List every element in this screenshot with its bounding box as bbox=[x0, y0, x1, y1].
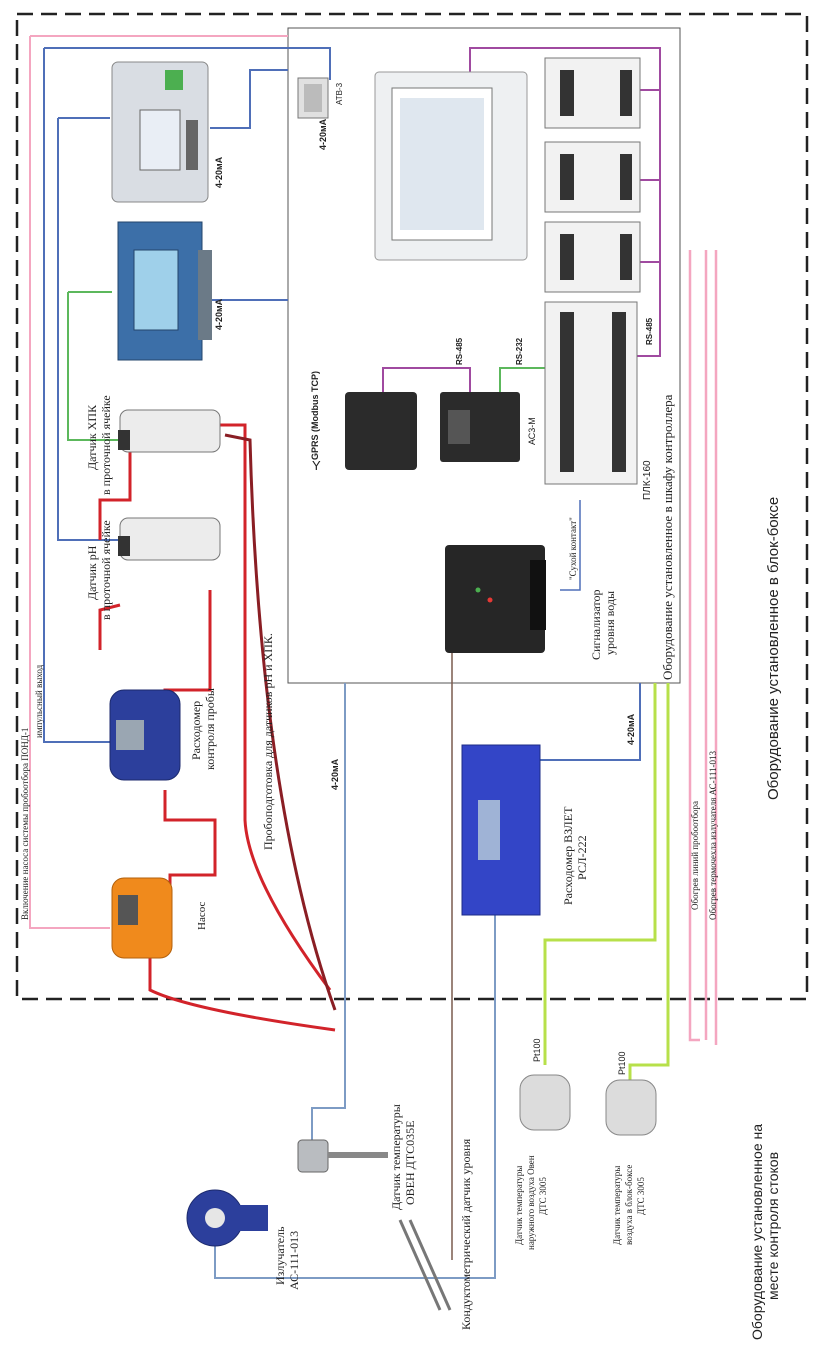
label-ac3m: АС3-М bbox=[527, 417, 537, 445]
label-emitter-2: АС-111-013 bbox=[287, 1231, 301, 1290]
label-vzlet-2: РСЛ-222 bbox=[575, 835, 589, 880]
label-emitter-1: Излучатель bbox=[273, 1226, 287, 1285]
label-ph-1: Датчик рН bbox=[85, 545, 99, 600]
label-ph-2: в проточной ячейке bbox=[99, 520, 113, 620]
tube-sample-7 bbox=[98, 450, 132, 540]
label-flowmeter-2: контроля пробы bbox=[203, 688, 217, 770]
label-pulse-out: импульсный выход bbox=[34, 664, 44, 738]
temp-sensor-device bbox=[297, 1139, 388, 1173]
level-alarm-device bbox=[445, 545, 546, 653]
wire-rs485-b bbox=[469, 47, 661, 357]
emitter-device bbox=[186, 1189, 268, 1247]
analyzer-top bbox=[111, 61, 209, 203]
atb-device bbox=[297, 77, 329, 119]
wire-rs485-c bbox=[640, 89, 660, 263]
wire-pt100-b bbox=[628, 683, 670, 1080]
label-temp-2: ОВЕН ДТС035Е bbox=[403, 1120, 417, 1205]
wire-dry-contact bbox=[560, 500, 581, 591]
label-level-alarm-1: Сигнализатор bbox=[589, 590, 603, 660]
level-probe-device bbox=[398, 1219, 452, 1311]
label-level-probe: Кондуктометрический датчик уровня bbox=[459, 1138, 473, 1330]
ac3m-device bbox=[440, 392, 520, 462]
label-air-out-3: ДТС 3005 bbox=[538, 1177, 548, 1215]
wires bbox=[29, 35, 718, 1279]
flow-cell-ph bbox=[118, 517, 221, 561]
relay-modules bbox=[544, 57, 641, 293]
gprs-modem bbox=[345, 392, 417, 470]
wire-ma-vzlet bbox=[540, 683, 641, 761]
pt100-sensor-a bbox=[519, 1074, 571, 1131]
label-pt100-a: Pt100 bbox=[532, 1038, 542, 1062]
pump-device bbox=[111, 877, 173, 959]
wire-chlor bbox=[67, 292, 120, 441]
label-ma-5: 4-20мА bbox=[626, 713, 636, 745]
label-heat-sampler: Обогрев линий пробоотбора bbox=[690, 801, 700, 910]
wire-temp bbox=[311, 683, 346, 1140]
label-air-in-1: Датчик температуры bbox=[612, 1166, 622, 1245]
label-vzlet-1: Расходомер ВЗЛЕТ bbox=[561, 806, 575, 905]
label-ma-2: 4-20мА bbox=[214, 298, 224, 330]
wire-ma-1 bbox=[210, 69, 288, 129]
label-sampling: Пробоподготовка для датчиков рН и ХПК. bbox=[261, 633, 275, 850]
tube-sample-1 bbox=[215, 423, 332, 991]
label-site-2: месте контроля стоков bbox=[765, 1152, 781, 1300]
label-air-out-1: Датчик температуры bbox=[514, 1166, 524, 1245]
label-plc: ПЛК-160 bbox=[642, 460, 653, 500]
wire-pt100-a bbox=[543, 683, 657, 1065]
label-level-alarm-2: уровня воды bbox=[603, 591, 617, 655]
label-chlor-1: Датчик ХПК bbox=[85, 404, 99, 470]
label-site-1: Оборудование установленное на bbox=[749, 1124, 765, 1340]
label-ma-1: 4-20мА bbox=[214, 156, 224, 188]
label-ma-3: 4-20мА bbox=[318, 118, 328, 150]
flow-cell-chlor bbox=[118, 409, 221, 453]
wire-pulse bbox=[43, 48, 110, 743]
sample-flowmeter bbox=[109, 689, 181, 781]
antenna-icon: Y bbox=[312, 458, 321, 473]
wire-rs485-a bbox=[382, 367, 471, 392]
label-atb: АТВ-3 bbox=[335, 82, 344, 105]
label-pt100-b: Pt100 bbox=[617, 1051, 627, 1075]
pt100-sensor-b bbox=[605, 1079, 657, 1136]
label-flowmeter-1: Расходомер bbox=[189, 701, 203, 760]
label-pump-enable: Включение насоса системы пробоотбора ПОН… bbox=[20, 728, 30, 920]
label-dry-contact: "Сухой контакт" bbox=[568, 517, 578, 580]
label-ma-4: 4-20мА bbox=[330, 758, 340, 790]
label-heat-emitter: Обогрев термочехла излучателя АС-111-013 bbox=[708, 751, 718, 920]
vzlet-device bbox=[461, 744, 541, 916]
tube-sample-5 bbox=[163, 790, 217, 895]
wire-heat-1 bbox=[688, 250, 700, 1042]
label-cabinet: Оборудование установленное в шкафу контр… bbox=[660, 394, 675, 680]
analyzer-blue bbox=[117, 221, 212, 361]
label-air-in-2: воздуха в блок-боксе bbox=[624, 1165, 634, 1245]
label-block-box: Оборудование установленное в блок-боксе bbox=[765, 497, 782, 800]
label-rs485-a: RS-485 bbox=[455, 337, 464, 365]
wire-blue-top bbox=[44, 47, 331, 80]
label-air-in-3: ДТС 3005 bbox=[636, 1177, 646, 1215]
tube-sample-2 bbox=[224, 433, 337, 1011]
wire-emitter bbox=[214, 760, 496, 1279]
plc-device bbox=[544, 301, 638, 485]
tube-sample-6 bbox=[148, 940, 336, 1032]
wire-pump-enable bbox=[29, 36, 110, 929]
block-box-border bbox=[15, 12, 809, 1001]
wire-rs232 bbox=[499, 367, 545, 392]
label-temp-1: Датчик температуры bbox=[389, 1104, 403, 1210]
label-air-out-2: наружного воздуха Овен bbox=[526, 1155, 536, 1250]
label-rs232: RS-232 bbox=[515, 337, 524, 365]
label-chlor-2: в проточной ячейке bbox=[99, 395, 113, 495]
label-rs485-b: RS-485 bbox=[645, 317, 654, 345]
label-pump: Насос bbox=[196, 902, 208, 930]
label-gprs: GPRS (Modbus TCP) bbox=[310, 371, 320, 460]
tube-sample-3 bbox=[98, 603, 121, 650]
hmi-panel bbox=[374, 71, 528, 261]
